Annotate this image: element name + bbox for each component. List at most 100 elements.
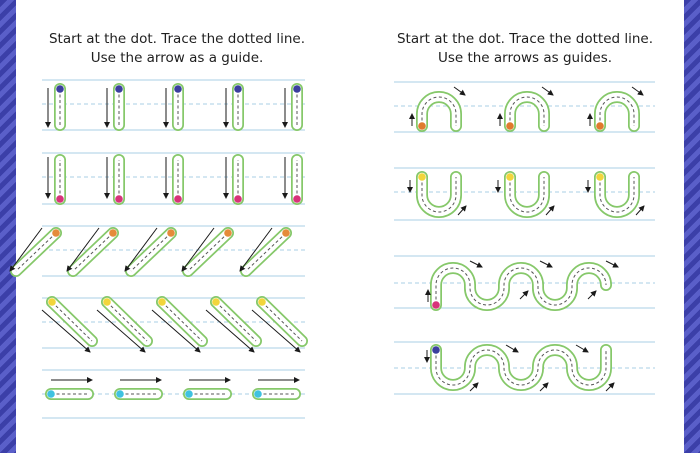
start-dot xyxy=(47,390,55,398)
start-dot xyxy=(224,229,232,237)
start-dot xyxy=(174,85,182,93)
trace-vertical-down xyxy=(45,83,66,131)
guide-arrow xyxy=(575,344,589,353)
right-instructions: Start at the dot. Trace the dotted line.… xyxy=(360,30,690,68)
start-dot xyxy=(432,301,440,309)
trace-arch-n xyxy=(409,86,466,132)
start-dot xyxy=(234,195,242,203)
trace-horizontal-right xyxy=(45,377,94,400)
trace-wave-valley-start xyxy=(424,344,615,392)
guide-arrow xyxy=(151,309,201,353)
left-instruction-line2: Use the arrow as a guide. xyxy=(90,50,264,66)
guide-arrow xyxy=(605,382,615,392)
right-border-stripe xyxy=(684,0,700,453)
start-dot xyxy=(158,298,166,306)
trace-vertical-up xyxy=(163,154,184,205)
guide-arrow xyxy=(251,309,301,353)
start-dot xyxy=(116,390,124,398)
trace-diagonal-down-right xyxy=(251,296,308,353)
guide-arrow xyxy=(469,382,479,392)
start-dot xyxy=(212,298,220,306)
start-dot xyxy=(167,229,175,237)
right-instruction-line1: Start at the dot. Trace the dotted line. xyxy=(396,31,654,47)
start-dot xyxy=(432,346,440,354)
start-dot xyxy=(185,390,193,398)
start-dot xyxy=(56,195,64,203)
trace-diagonal-down-right xyxy=(151,296,208,353)
start-dot xyxy=(293,85,301,93)
guide-lines xyxy=(42,79,655,419)
start-dot xyxy=(596,122,604,130)
trace-vertical-up xyxy=(282,154,303,205)
trace-vertical-down xyxy=(282,83,303,131)
guide-arrow xyxy=(605,260,619,268)
start-dot xyxy=(234,85,242,93)
start-dot xyxy=(103,298,111,306)
start-dot xyxy=(115,195,123,203)
tracing-items xyxy=(9,83,645,400)
start-dot xyxy=(293,195,301,203)
left-instructions: Start at the dot. Trace the dotted line.… xyxy=(22,30,332,68)
trace-wave-hill-start xyxy=(425,260,619,311)
guide-arrow xyxy=(124,227,158,272)
trace-cup-u xyxy=(585,171,645,218)
trace-vertical-down xyxy=(223,83,244,131)
start-dot xyxy=(109,229,117,237)
trace-cup-u xyxy=(407,171,467,218)
trace-arch-n xyxy=(587,86,644,132)
guide-arrow xyxy=(539,382,549,392)
trace-vertical-up xyxy=(104,154,125,205)
guide-arrow xyxy=(96,309,146,353)
trace-horizontal-right xyxy=(114,377,163,400)
trace-diagonal-down-left xyxy=(181,227,234,277)
start-dot xyxy=(56,85,64,93)
trace-horizontal-right xyxy=(183,377,232,400)
guide-arrow xyxy=(587,290,597,300)
trace-diagonal-down-right xyxy=(96,296,153,353)
guide-arrow xyxy=(205,309,255,353)
guide-arrow xyxy=(41,309,91,353)
start-dot xyxy=(254,390,262,398)
trace-diagonal-down-left xyxy=(9,227,62,277)
start-dot xyxy=(506,122,514,130)
trace-vertical-up xyxy=(45,154,66,205)
trace-arch-n xyxy=(497,86,554,132)
guide-arrow xyxy=(519,290,529,300)
trace-vertical-down xyxy=(163,83,184,131)
guide-arrow xyxy=(181,227,215,272)
guide-arrow xyxy=(635,205,645,216)
start-dot xyxy=(48,298,56,306)
guide-arrow xyxy=(239,227,273,272)
guide-arrow xyxy=(9,227,43,272)
trace-diagonal-down-left xyxy=(239,227,292,277)
trace-diagonal-down-right xyxy=(41,296,98,353)
guide-arrow xyxy=(545,205,555,216)
start-dot xyxy=(115,85,123,93)
guide-arrow xyxy=(505,344,519,353)
guide-arrow xyxy=(631,86,644,96)
start-dot xyxy=(418,173,426,181)
start-dot xyxy=(258,298,266,306)
start-dot xyxy=(174,195,182,203)
guide-arrow xyxy=(539,260,553,268)
right-instruction-line2: Use the arrows as guides. xyxy=(437,50,613,66)
left-instruction-line1: Start at the dot. Trace the dotted line. xyxy=(48,31,306,47)
trace-diagonal-down-right xyxy=(205,296,262,353)
guide-arrow xyxy=(541,86,554,96)
start-dot xyxy=(418,122,426,130)
start-dot xyxy=(282,229,290,237)
start-dot xyxy=(596,173,604,181)
trace-diagonal-down-left xyxy=(66,227,119,277)
guide-arrow xyxy=(453,86,466,96)
trace-cup-u xyxy=(495,171,555,218)
left-border-stripe xyxy=(0,0,16,453)
start-dot xyxy=(52,229,60,237)
guide-arrow xyxy=(457,205,467,216)
trace-vertical-down xyxy=(104,83,125,131)
start-dot xyxy=(506,173,514,181)
guide-arrow xyxy=(66,227,100,272)
trace-horizontal-right xyxy=(252,377,301,400)
trace-diagonal-down-left xyxy=(124,227,177,277)
guide-arrow xyxy=(469,260,483,268)
